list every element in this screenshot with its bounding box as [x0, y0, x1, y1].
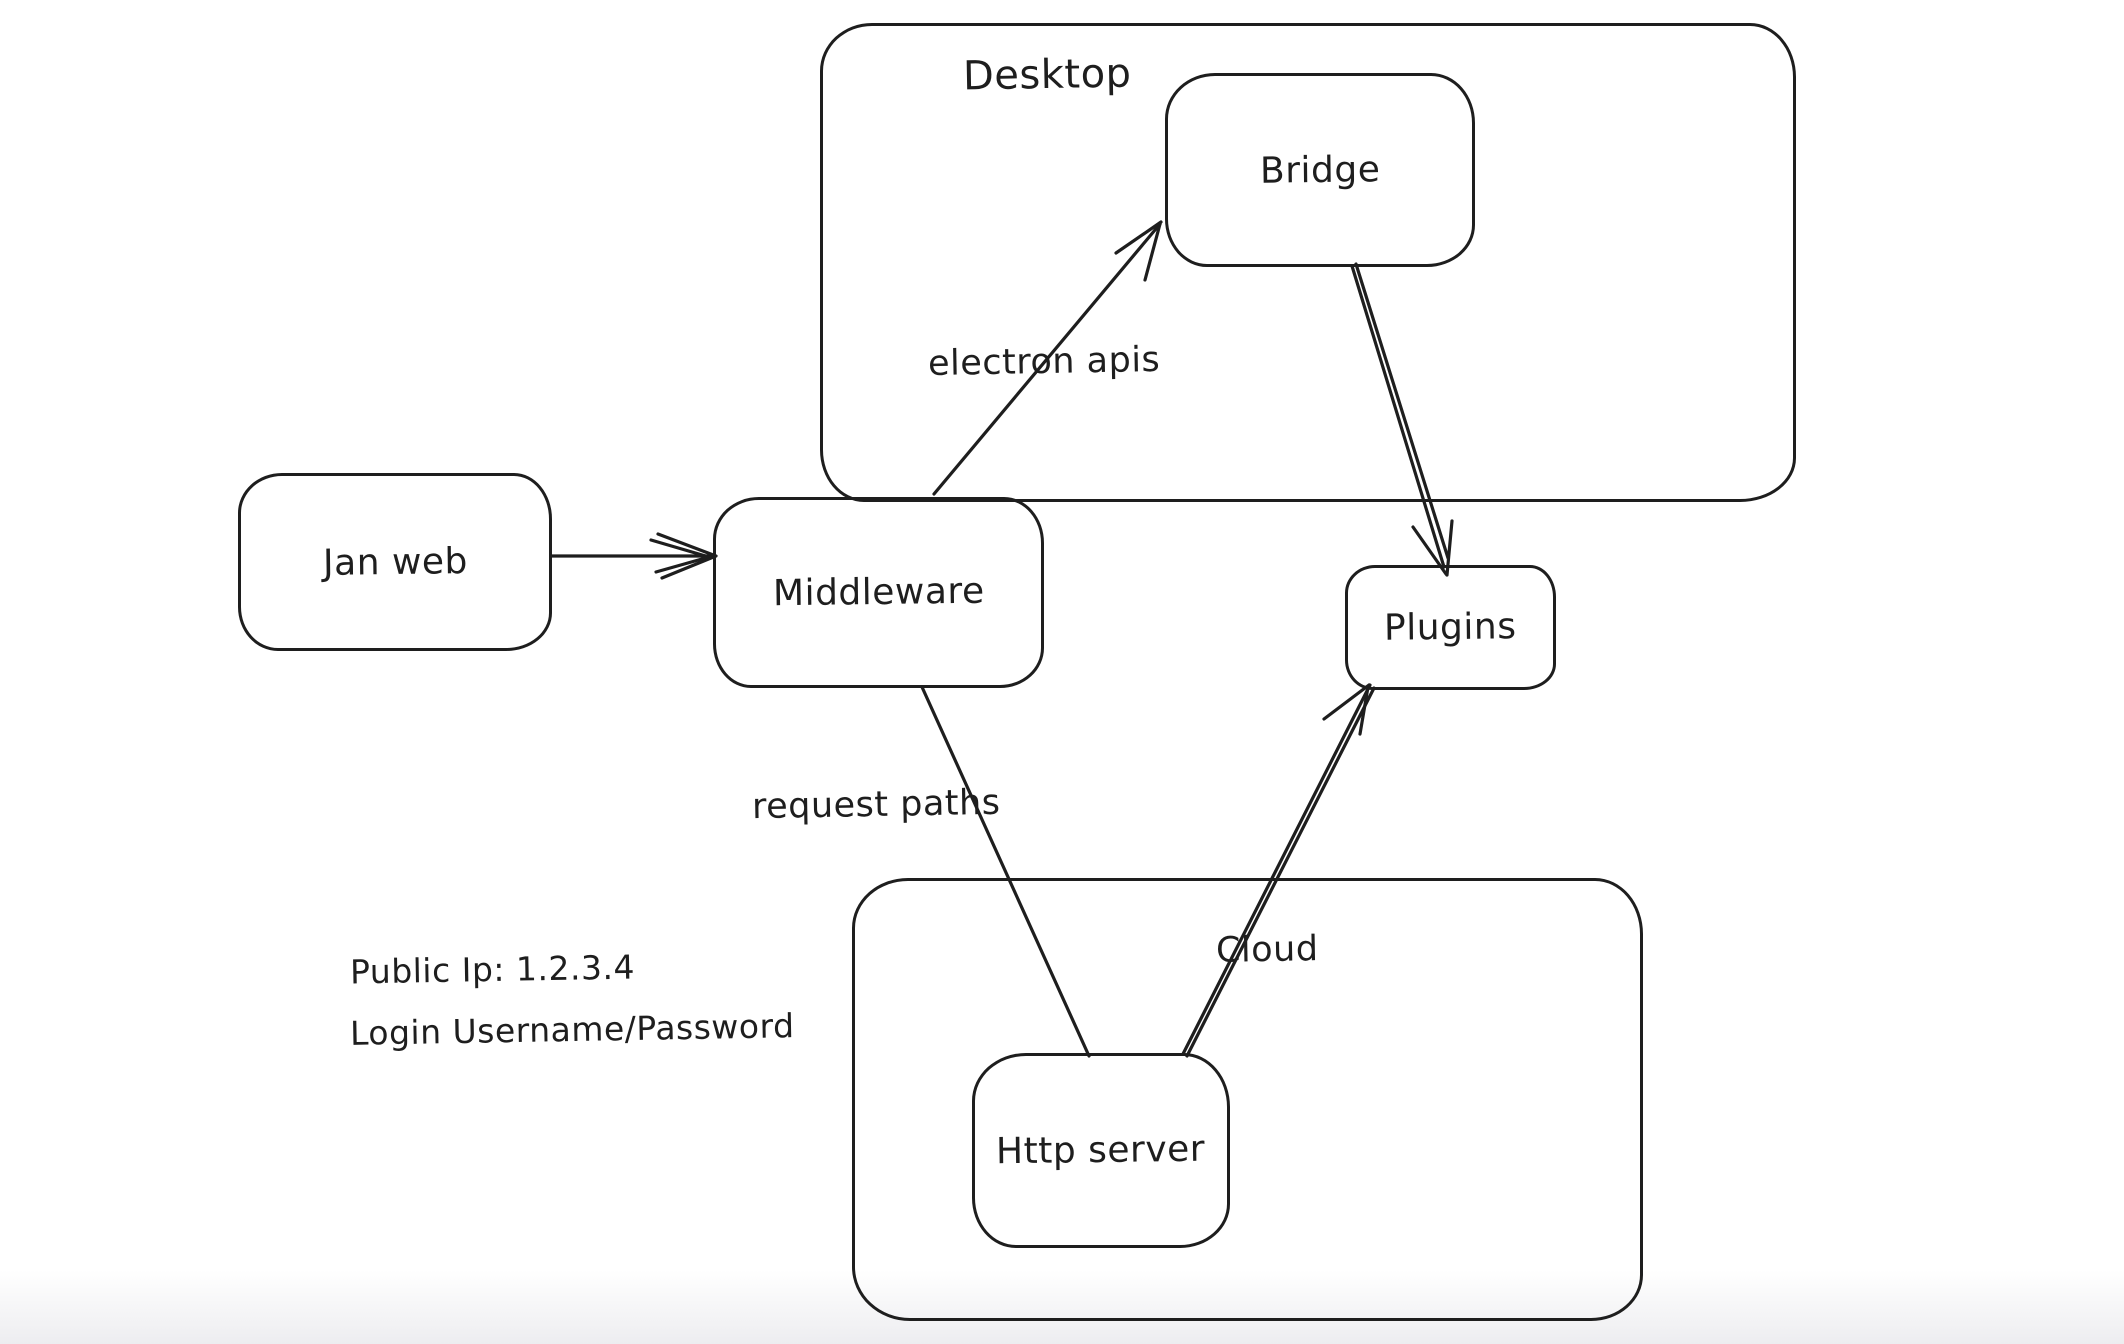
- node-bridge-label: Bridge: [1259, 148, 1381, 192]
- node-bridge: Bridge: [1165, 73, 1475, 267]
- node-middleware-label: Middleware: [772, 570, 985, 615]
- edge-janweb-middleware: [550, 532, 718, 580]
- node-http-server-label: Http server: [996, 1128, 1206, 1173]
- container-cloud-label: Cloud: [1215, 929, 1319, 971]
- edge-label-electron-apis: electron apis: [927, 339, 1161, 385]
- node-jan-web-label: Jan web: [322, 540, 468, 584]
- node-plugins-label: Plugins: [1384, 606, 1517, 649]
- container-desktop: [820, 23, 1796, 502]
- node-plugins: Plugins: [1345, 565, 1556, 690]
- annotation-login: Login Username/Password: [349, 1006, 795, 1053]
- container-desktop-label: Desktop: [962, 50, 1132, 100]
- annotation-public-ip: Public Ip: 1.2.3.4: [349, 947, 636, 992]
- node-middleware: Middleware: [713, 497, 1044, 688]
- node-jan-web: Jan web: [238, 473, 552, 651]
- node-http-server: Http server: [972, 1053, 1230, 1248]
- edge-label-request-paths: request paths: [751, 782, 1001, 828]
